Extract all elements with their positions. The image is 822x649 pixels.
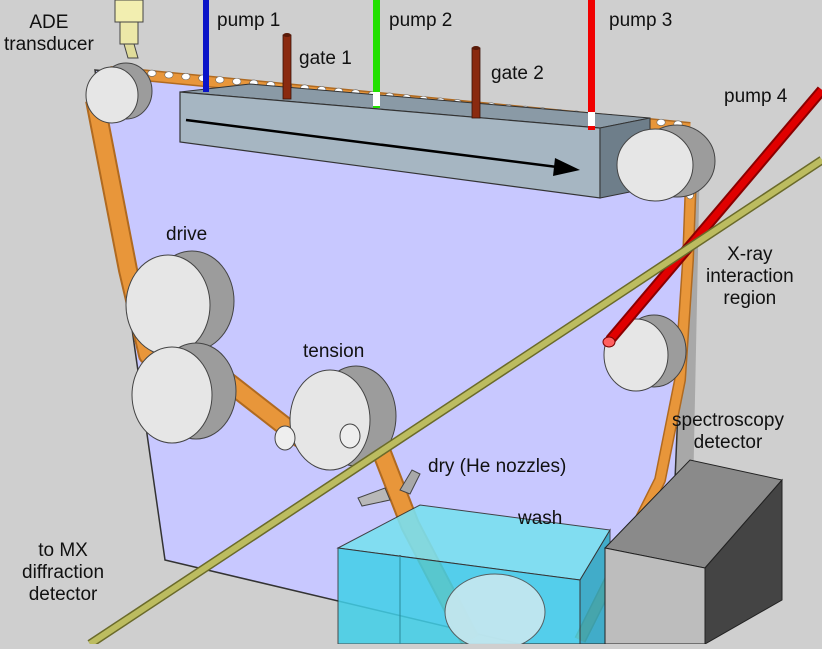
roller-top-right — [616, 124, 716, 202]
gate-1-line — [282, 33, 292, 100]
droplet — [656, 118, 666, 126]
spectroscopy-detector-label: spectroscopy detector — [672, 410, 784, 454]
xray-region-label: X-ray interaction region — [706, 244, 794, 310]
pump-2-label: pump 2 — [389, 10, 453, 31]
label-line: to MX — [38, 540, 88, 561]
droplet — [232, 77, 242, 85]
dry-label: dry (He nozzles) — [428, 456, 567, 477]
drive-roller — [125, 250, 235, 356]
droplet — [147, 69, 157, 77]
label-line: X-ray — [727, 244, 773, 265]
ade-transducer-device — [114, 0, 144, 59]
direction-arrow — [185, 118, 566, 170]
spectroscopy-detector-box — [604, 459, 783, 645]
pump-3-line — [588, 0, 595, 130]
pump-4-label: pump 4 — [724, 86, 788, 107]
gate-2-label: gate 2 — [491, 63, 544, 84]
drive-pinch-roller — [131, 342, 237, 444]
pump-4-line — [602, 86, 822, 348]
pump-2-line — [373, 0, 380, 108]
roller-face — [131, 346, 213, 444]
idler-roller — [274, 425, 296, 451]
roller-top-left — [85, 62, 153, 124]
tension-label: tension — [303, 341, 365, 362]
wash-tank — [336, 504, 611, 649]
droplet — [215, 76, 225, 84]
pump-1-label: pump 1 — [217, 10, 281, 31]
mx-detector-label: to MX diffraction detector — [22, 540, 104, 606]
label-line: interaction — [706, 266, 794, 287]
gate-1-label: gate 1 — [299, 48, 352, 69]
xray-beam — [87, 156, 822, 648]
droplet — [181, 73, 191, 81]
label-line: ADE — [29, 12, 69, 33]
label-line: region — [723, 288, 777, 309]
roller-face — [85, 66, 139, 124]
dry-nozzles — [357, 469, 421, 507]
rollers — [85, 62, 716, 471]
roller-face — [125, 254, 211, 356]
label-line: detector — [693, 432, 763, 453]
drive-label: drive — [166, 224, 208, 245]
ade-transducer-label: ADE transducer — [4, 12, 94, 56]
pump-3-label: pump 3 — [609, 10, 673, 31]
pump-1-line — [203, 0, 209, 92]
roller-face — [603, 318, 669, 392]
label-line: spectroscopy — [672, 410, 784, 431]
label-line: detector — [28, 584, 98, 605]
wash-label: wash — [518, 508, 563, 529]
roller-face — [289, 369, 371, 471]
droplet — [164, 71, 174, 79]
xray-region-roller — [603, 314, 687, 392]
label-line: diffraction — [22, 562, 105, 583]
idler-roller — [339, 423, 361, 449]
arrow-head — [553, 158, 580, 176]
gate-2-line — [471, 46, 481, 119]
roller-face — [616, 128, 694, 202]
label-line: transducer — [4, 34, 94, 55]
